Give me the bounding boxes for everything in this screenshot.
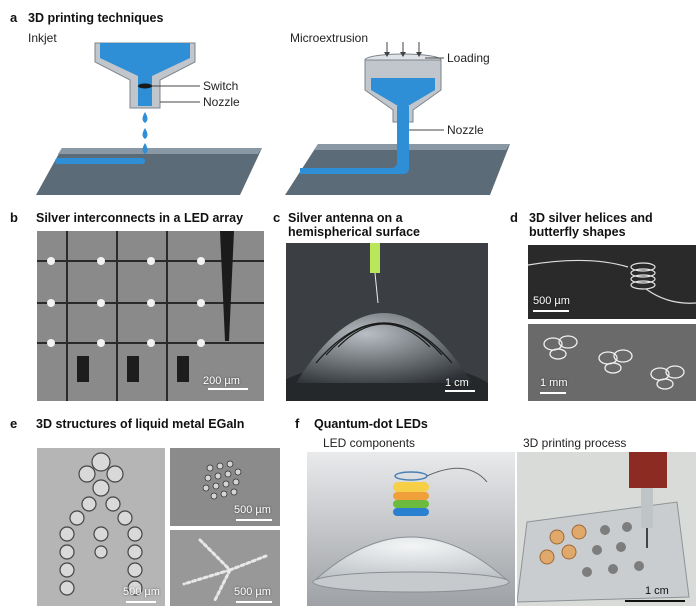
qd-led-components-render	[307, 452, 515, 606]
extrusion-substrate-top	[314, 144, 510, 150]
panel-f-scale-label: 1 cm	[645, 585, 669, 597]
scale-bar	[445, 390, 475, 392]
inkjet-substrate-top	[58, 148, 262, 154]
led-components-label: LED components	[323, 436, 416, 450]
panel-d-letter: d	[510, 210, 518, 225]
led-array-photo	[37, 231, 264, 401]
egain-array-photo	[170, 448, 280, 526]
egain-structure-photo	[37, 448, 165, 606]
silver-helix-photo	[528, 245, 696, 319]
egain-cross-photo	[170, 530, 280, 606]
panel-e-letter: e	[10, 416, 18, 431]
scale-bar	[540, 392, 566, 394]
printing-techniques-diagram	[36, 42, 510, 195]
inkjet-label: Inkjet	[28, 31, 57, 45]
panel-e-top-right-scale-label: 500 µm	[234, 504, 271, 516]
loading-label: Loading	[447, 51, 490, 65]
inkjet-substrate	[36, 148, 262, 195]
scale-bar	[208, 388, 248, 390]
extruded-filament	[300, 106, 409, 174]
panel-a-letter: a	[10, 10, 18, 25]
panel-f-letter: f	[295, 416, 300, 431]
panel-d-top-scale-label: 500 µm	[533, 295, 570, 307]
scale-bar	[533, 310, 569, 312]
extrusion-nozzle-label: Nozzle	[447, 123, 484, 137]
panel-b-title: Silver interconnects in a LED array	[36, 211, 244, 225]
arrowhead-icon	[400, 52, 406, 57]
panel-d-title: 3D silver helices and butterfly shapes	[529, 211, 653, 239]
panel-c-scale-label: 1 cm	[445, 377, 469, 389]
panel-a-title: 3D printing techniques	[28, 11, 164, 25]
inkjet-nozzle-label: Nozzle	[203, 95, 240, 109]
panel-c-letter: c	[273, 210, 281, 225]
inkjet-printed-line	[55, 158, 145, 164]
inkjet-ink	[100, 43, 190, 106]
droplet-icon	[142, 128, 148, 139]
silver-butterfly-photo	[528, 324, 696, 401]
arrowhead-icon	[384, 52, 390, 57]
qd-printing-process-photo	[517, 452, 696, 606]
panel-d-bottom-scale-label: 1 mm	[540, 377, 568, 389]
microextrusion-label: Microextrusion	[290, 31, 369, 45]
panel-c-title: Silver antenna on a hemispherical surfac…	[288, 211, 421, 239]
scale-bar	[236, 519, 272, 521]
switch-label: Switch	[203, 79, 239, 93]
panel-e-bottom-right-scale-label: 500 µm	[234, 586, 271, 598]
printing-process-label: 3D printing process	[523, 436, 627, 450]
panel-b-letter: b	[10, 210, 18, 225]
arrowhead-icon	[416, 52, 422, 57]
scale-bar	[126, 601, 156, 603]
droplet-icon	[142, 143, 148, 154]
hemisphere-antenna-photo	[286, 243, 488, 401]
panel-f-title: Quantum-dot LEDs	[314, 417, 428, 431]
scale-bar	[236, 601, 272, 603]
panel-b-scale-label: 200 µm	[203, 375, 240, 387]
scale-bar	[625, 600, 685, 602]
extrusion-ink	[371, 78, 435, 106]
panel-e-title: 3D structures of liquid metal EGaIn	[36, 417, 245, 431]
inkjet-switch	[138, 83, 152, 89]
panel-e-main-scale-label: 500 µm	[123, 586, 160, 598]
droplet-icon	[142, 112, 148, 123]
